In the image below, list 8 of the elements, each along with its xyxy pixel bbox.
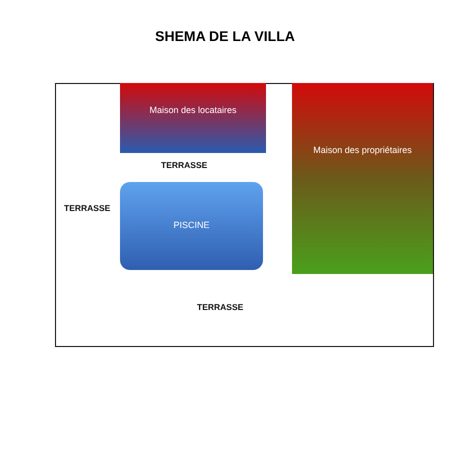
area-label: TERRASSE xyxy=(64,203,110,213)
house-block: Maison des locataires xyxy=(120,83,266,153)
site-outline xyxy=(55,83,434,347)
diagram-title: SHEMA DE LA VILLA xyxy=(154,28,296,44)
pool-shape: PISCINE xyxy=(120,182,263,270)
house-block: Maison des propriétaires xyxy=(292,83,433,274)
area-label: TERRASSE xyxy=(161,160,208,170)
area-label: TERRASSE xyxy=(197,302,244,312)
